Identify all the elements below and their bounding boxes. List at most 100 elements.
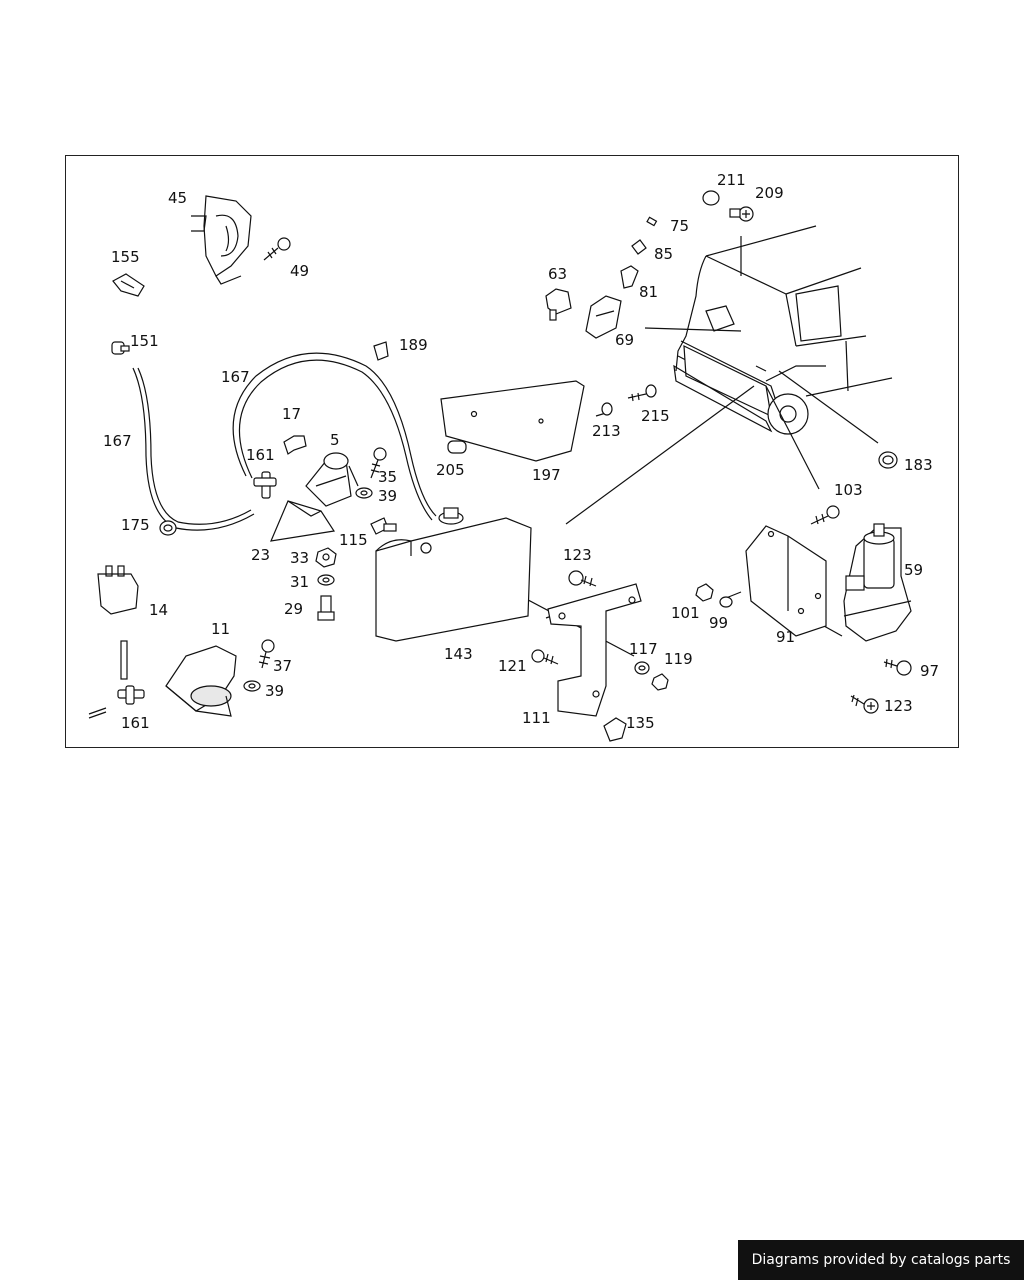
part-209-screw <box>729 206 754 222</box>
part-14-connector <box>97 565 139 615</box>
label-161-top: 161 <box>246 446 275 464</box>
label-5: 5 <box>330 431 340 449</box>
part-11-pump <box>165 645 237 717</box>
part-155-clip <box>112 273 145 297</box>
part-91-bracket <box>745 525 827 637</box>
part-119-nut <box>651 673 669 691</box>
label-59: 59 <box>904 561 923 579</box>
part-189-clip <box>373 341 389 361</box>
label-63: 63 <box>548 265 567 283</box>
label-155: 155 <box>111 248 140 266</box>
truck-cab-drawing <box>673 225 893 435</box>
part-205-bushing <box>447 440 467 454</box>
part-33-nut <box>315 547 337 568</box>
label-117: 117 <box>629 640 658 658</box>
hose-167-left <box>132 367 255 531</box>
part-49-screw <box>263 237 291 261</box>
label-183: 183 <box>904 456 933 474</box>
label-33: 33 <box>290 549 309 567</box>
label-119: 119 <box>664 650 693 668</box>
label-123-upper: 123 <box>563 546 592 564</box>
label-209: 209 <box>755 184 784 202</box>
part-161-tee-bottom <box>88 640 145 719</box>
label-29: 29 <box>284 600 303 618</box>
label-31: 31 <box>290 573 309 591</box>
part-81-socket <box>620 265 639 289</box>
part-labels: 45 155 49 151 167 167 17 5 161 35 39 175… <box>103 171 939 732</box>
part-101-nut <box>695 583 714 602</box>
label-151: 151 <box>130 332 159 350</box>
label-189: 189 <box>399 336 428 354</box>
part-111-bracket <box>547 583 642 717</box>
label-167-top: 167 <box>221 368 250 386</box>
part-183-grommet <box>878 451 898 469</box>
part-75-small <box>646 216 658 227</box>
label-175: 175 <box>121 516 150 534</box>
diagram-frame: 45 155 49 151 167 167 17 5 161 35 39 175… <box>65 155 959 748</box>
part-5-cap <box>305 452 352 507</box>
label-75: 75 <box>670 217 689 235</box>
hose-167-top <box>232 352 437 521</box>
label-197: 197 <box>532 466 561 484</box>
label-81: 81 <box>639 283 658 301</box>
part-17-elbow <box>283 435 307 455</box>
label-99: 99 <box>709 614 728 632</box>
part-123-screw-upper <box>568 570 597 587</box>
label-143: 143 <box>444 645 473 663</box>
part-85-bulb <box>631 239 647 255</box>
part-197-cover <box>440 380 585 462</box>
label-205: 205 <box>436 461 465 479</box>
part-63-lamp <box>545 288 572 321</box>
part-123-screw-lower <box>850 694 879 714</box>
label-69: 69 <box>615 331 634 349</box>
label-167-left: 167 <box>103 432 132 450</box>
label-121: 121 <box>498 657 527 675</box>
part-103-screw <box>810 505 840 525</box>
part-59-pump-motor <box>843 523 912 642</box>
label-35: 35 <box>378 468 397 486</box>
part-97-screw <box>883 658 912 676</box>
part-29-bolt <box>317 595 335 621</box>
part-39-washer-top <box>355 487 373 499</box>
label-11: 11 <box>211 620 230 638</box>
label-103: 103 <box>834 481 863 499</box>
part-117-washer <box>634 661 650 675</box>
label-97: 97 <box>920 662 939 680</box>
label-115: 115 <box>339 531 368 549</box>
part-99-washer <box>719 596 733 608</box>
footer-banner: Diagrams provided by catalogs parts <box>738 1240 1024 1280</box>
part-35-screw <box>370 447 387 479</box>
part-37-screw <box>258 639 275 669</box>
part-115-bolt <box>370 517 397 535</box>
label-17: 17 <box>282 405 301 423</box>
part-211-cap <box>702 190 720 206</box>
part-45-drawing <box>191 195 252 285</box>
label-45: 45 <box>168 189 187 207</box>
label-213: 213 <box>592 422 621 440</box>
label-39-top: 39 <box>378 487 397 505</box>
label-161-bottom: 161 <box>121 714 150 732</box>
parts-diagram: 45 155 49 151 167 167 17 5 161 35 39 175… <box>88 171 939 742</box>
part-213-washer <box>601 402 613 416</box>
part-143-reservoir <box>375 507 532 642</box>
label-14: 14 <box>149 601 168 619</box>
footer-text: Diagrams provided by catalogs parts <box>751 1252 1011 1268</box>
label-101: 101 <box>671 604 700 622</box>
part-31-washer <box>317 574 335 586</box>
part-39-washer-bottom <box>243 680 261 692</box>
label-91: 91 <box>776 628 795 646</box>
label-37: 37 <box>273 657 292 675</box>
label-111: 111 <box>522 709 551 727</box>
part-161-tee-top <box>253 471 277 499</box>
label-211: 211 <box>717 171 746 189</box>
label-123-lower: 123 <box>884 697 913 715</box>
part-135-cap <box>603 717 627 742</box>
label-23: 23 <box>251 546 270 564</box>
part-121-screw <box>531 649 559 665</box>
label-215: 215 <box>641 407 670 425</box>
label-49: 49 <box>290 262 309 280</box>
part-23-funnel <box>270 500 336 542</box>
part-175-grommet <box>159 520 177 536</box>
label-39-bottom: 39 <box>265 682 284 700</box>
part-151-fitting <box>111 341 130 355</box>
